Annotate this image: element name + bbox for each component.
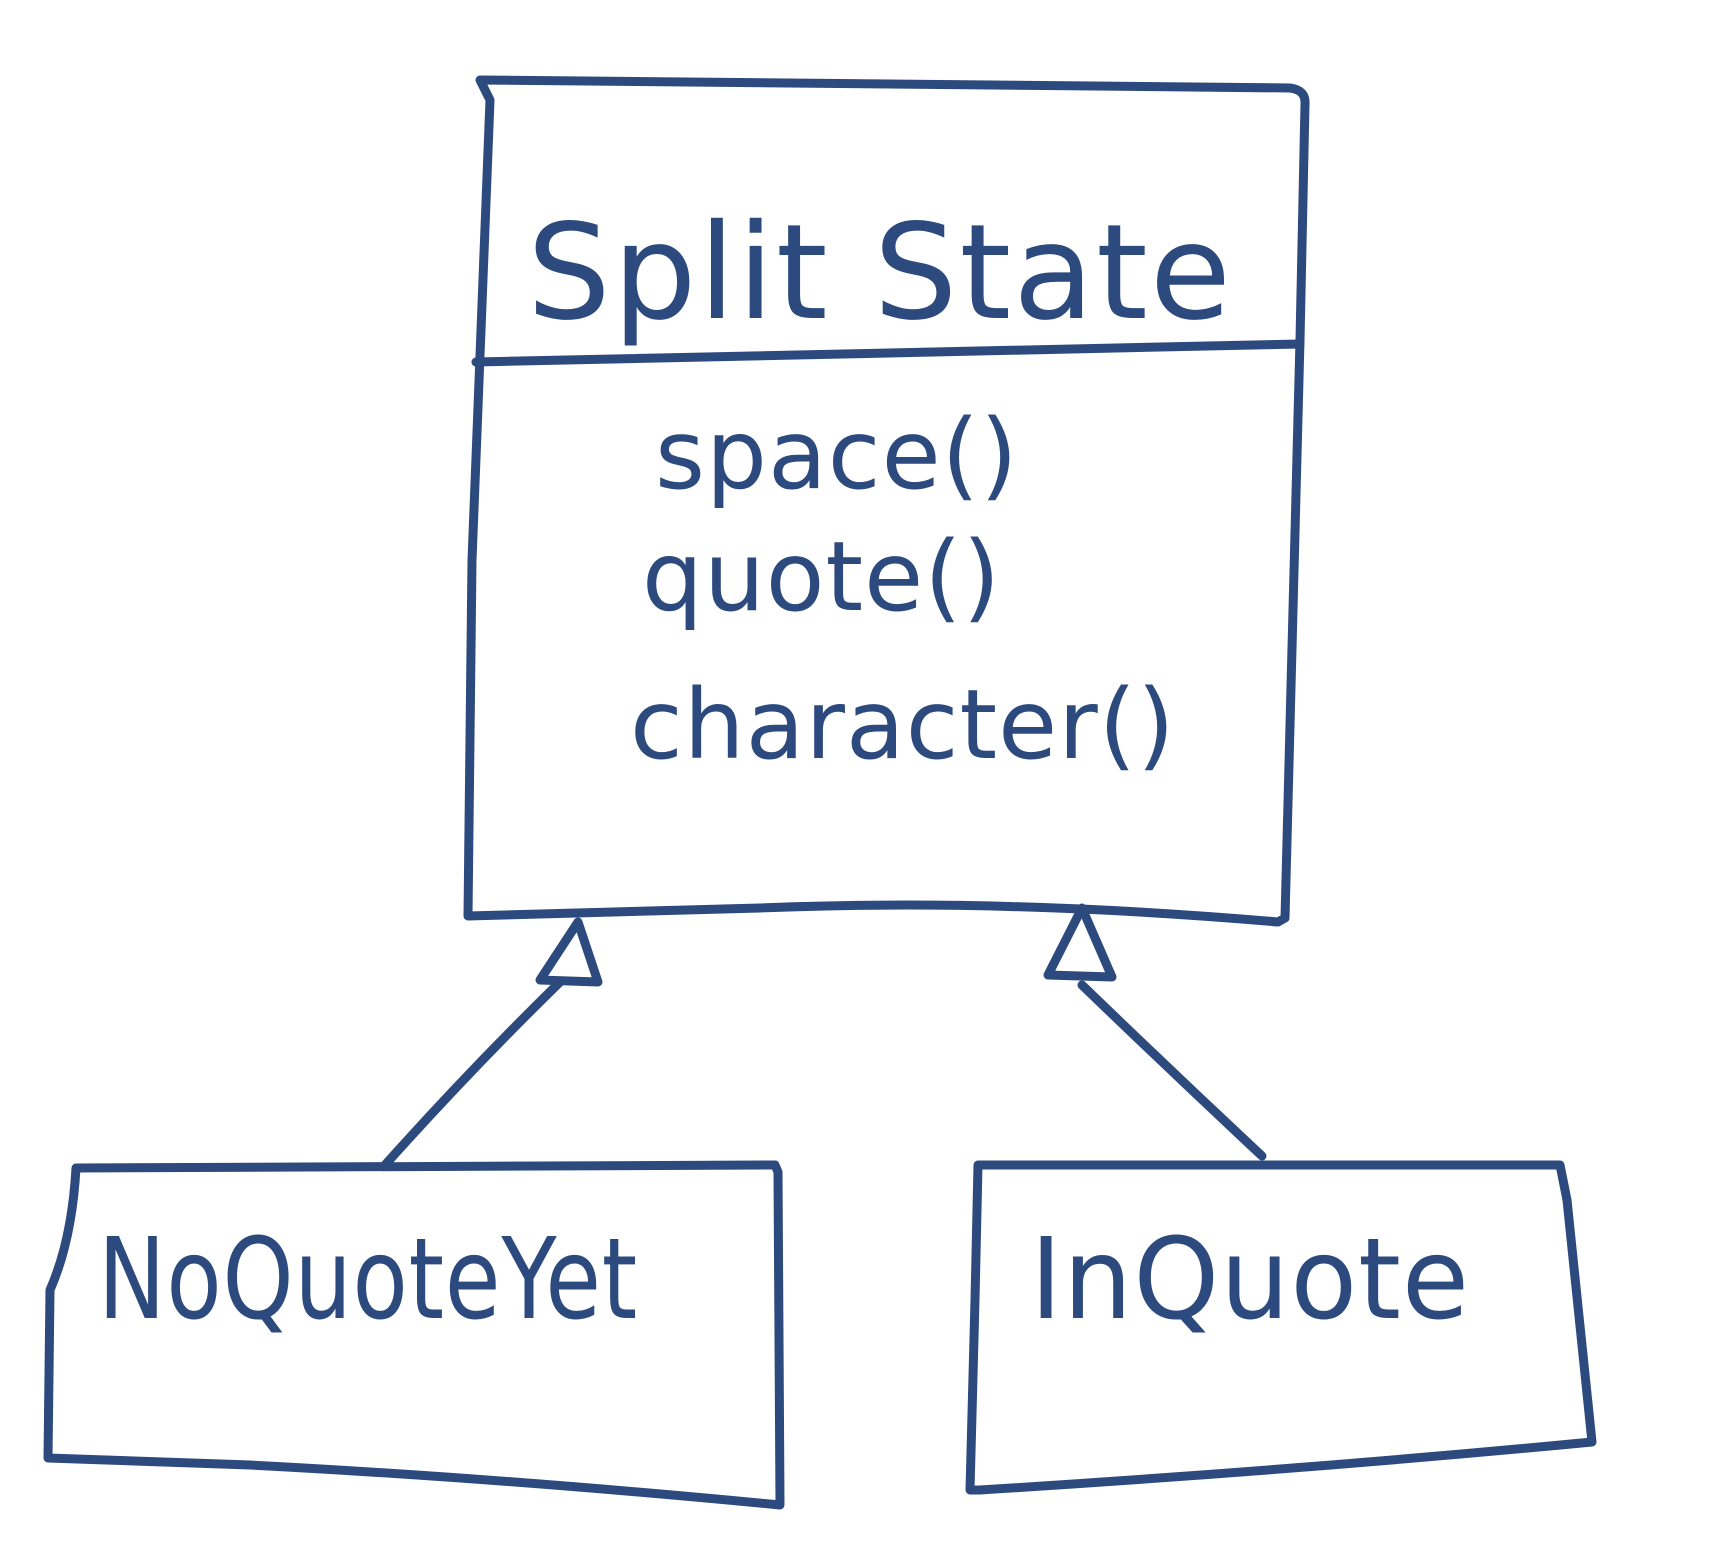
subclass-outline-inquote (965, 1160, 1597, 1495)
inheritance-arrow-inquote (1043, 903, 1267, 1161)
parent-class-name: Split State (527, 196, 1233, 350)
method-space: space() (655, 399, 1019, 511)
hollow-triangle-noquoteyet (535, 917, 603, 987)
hollow-triangle-inquote (1043, 903, 1117, 982)
inheritance-arrow-noquoteyet (380, 917, 603, 1170)
parent-class-outline (463, 75, 1310, 927)
inheritance-line-noquoteyet (380, 977, 565, 1170)
inheritance-line-inquote (1077, 980, 1267, 1161)
subclass-name-noquoteyet: NoQuoteYet (98, 1215, 638, 1345)
parent-class-methods: space() quote() character() (630, 399, 1176, 781)
parent-class-divider (471, 339, 1305, 367)
method-character: character() (630, 669, 1176, 781)
parent-class-box: Split State space() quote() character() (463, 75, 1310, 927)
method-quote: quote() (642, 521, 1001, 633)
subclass-outline-noquoteyet (43, 1160, 785, 1510)
subclass-name-inquote: InQuote (1030, 1215, 1470, 1345)
subclass-box-noquoteyet: NoQuoteYet (43, 1160, 785, 1510)
subclass-box-inquote: InQuote (965, 1160, 1597, 1495)
